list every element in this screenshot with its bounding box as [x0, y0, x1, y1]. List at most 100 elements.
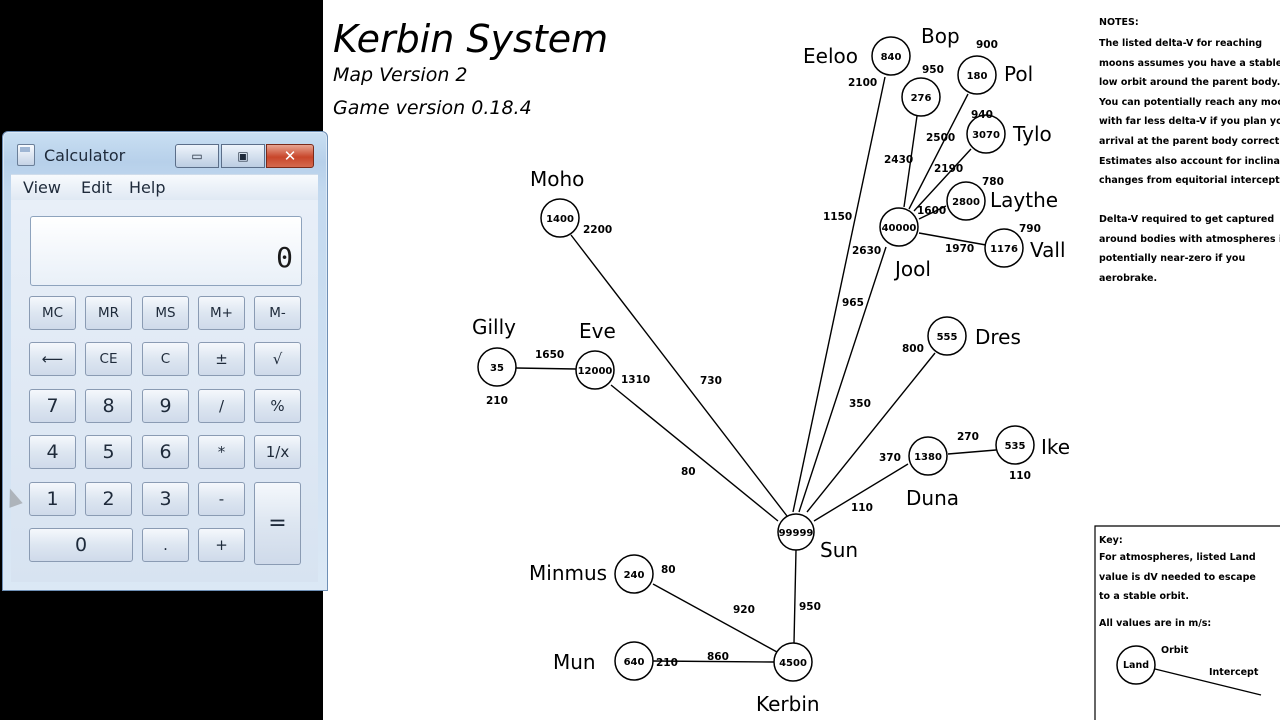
label-jool-pol: 2500	[926, 132, 955, 144]
svg-text:The listed delta-V for reachin: The listed delta-V for reaching	[1099, 38, 1262, 49]
minimize-button[interactable]: ▭	[175, 144, 219, 168]
svg-text:Vall: Vall	[1030, 238, 1066, 262]
node-gilly: 35 Gilly	[472, 315, 517, 387]
svg-text:240: 240	[624, 570, 645, 581]
node-laythe: 2800 Laythe	[946, 181, 1058, 221]
equals-button[interactable]: =	[254, 482, 301, 565]
svg-text:Kerbin: Kerbin	[756, 692, 820, 716]
kerbin-delta-v-map: Kerbin System Map Version 2 Game version…	[323, 0, 1280, 720]
digit-2-button[interactable]: 2	[85, 482, 132, 516]
label-eeloo-orbit: 2100	[848, 77, 877, 89]
reciprocal-button[interactable]: 1/x	[254, 435, 301, 469]
digit-8-button[interactable]: 8	[85, 389, 132, 423]
window-title: Calculator	[44, 146, 126, 165]
notes-block: NOTES: The listed delta-V for reaching m…	[1098, 17, 1280, 284]
percent-button[interactable]: %	[254, 389, 301, 423]
svg-text:Duna: Duna	[906, 486, 959, 510]
digit-5-button[interactable]: 5	[85, 435, 132, 469]
digit-6-button[interactable]: 6	[142, 435, 189, 469]
svg-text:Sun: Sun	[820, 538, 858, 562]
decimal-button[interactable]: .	[142, 528, 189, 562]
add-button[interactable]: +	[198, 528, 245, 562]
node-duna: 1380 Duna	[906, 436, 959, 510]
node-eeloo: 840 Eeloo	[803, 36, 911, 76]
digit-1-button[interactable]: 1	[29, 482, 76, 516]
label-moho-orbit: 2200	[583, 224, 612, 236]
plus-minus-button[interactable]: ±	[198, 342, 245, 376]
node-bop: 276 Bop	[901, 24, 960, 117]
calculator-titlebar[interactable]: Calculator ▭ ▣ ✕	[3, 132, 327, 172]
menu-edit[interactable]: Edit	[81, 178, 112, 197]
digit-0-button[interactable]: 0	[29, 528, 133, 562]
label-jool-bop: 2430	[884, 154, 913, 166]
mc-button[interactable]: MC	[29, 296, 76, 330]
svg-text:4500: 4500	[779, 658, 807, 669]
maximize-button[interactable]: ▣	[221, 144, 265, 168]
svg-text:For atmospheres, listed Land: For atmospheres, listed Land	[1099, 552, 1256, 563]
svg-text:35: 35	[490, 363, 504, 374]
m-plus-button[interactable]: M+	[198, 296, 245, 330]
svg-text:Pol: Pol	[1004, 62, 1033, 86]
ce-button[interactable]: CE	[85, 342, 132, 376]
svg-text:555: 555	[937, 332, 958, 343]
sqrt-button[interactable]: √	[254, 342, 301, 376]
backspace-button[interactable]: ⟵	[29, 342, 76, 376]
edge-sun-eve	[610, 384, 779, 522]
key-box: Key: For atmospheres, listed Land value …	[1094, 525, 1280, 720]
label-jool-tylo: 2190	[934, 163, 963, 175]
calculator-window: Calculator ▭ ▣ ✕ View Edit Help 0 MC MR …	[2, 131, 328, 591]
svg-text:Dres: Dres	[975, 325, 1021, 349]
node-moho: 1400 Moho	[530, 167, 584, 238]
edge-sun-jool	[798, 246, 887, 513]
svg-text:Bop: Bop	[921, 24, 960, 48]
calculator-body: 0 MC MR MS M+ M- ⟵ CE C ± √ 7 8 9 / % 4 …	[11, 200, 318, 582]
svg-text:2800: 2800	[952, 197, 980, 208]
node-sun: 99999 Sun	[777, 513, 858, 562]
game-version: Game version 0.18.4	[333, 97, 532, 119]
edge-sun-eeloo	[792, 76, 886, 513]
svg-text:arrival at the parent body cor: arrival at the parent body correctly.	[1099, 136, 1280, 147]
menu-help[interactable]: Help	[129, 178, 166, 197]
label-sun-jool: 965	[842, 297, 864, 309]
clear-button[interactable]: C	[142, 342, 189, 376]
svg-text:moons assumes you have a stabl: moons assumes you have a stable	[1099, 58, 1280, 69]
multiply-button[interactable]: *	[198, 435, 245, 469]
label-sun-eeloo: 1150	[823, 211, 852, 223]
svg-text:All values are in m/s:: All values are in m/s:	[1099, 618, 1211, 629]
mr-button[interactable]: MR	[85, 296, 132, 330]
digit-7-button[interactable]: 7	[29, 389, 76, 423]
digit-4-button[interactable]: 4	[29, 435, 76, 469]
node-mun: 640 Mun	[553, 641, 654, 681]
label-duna-orbit: 370	[879, 452, 901, 464]
svg-text:40000: 40000	[882, 223, 917, 234]
digit-9-button[interactable]: 9	[142, 389, 189, 423]
node-pol: 180 Pol	[957, 55, 1033, 95]
label-jool-laythe: 1600	[917, 205, 946, 217]
svg-text:value is dV needed to escape: value is dV needed to escape	[1099, 572, 1256, 583]
label-mun-orbit: 210	[656, 657, 678, 669]
key-intercept: Intercept	[1209, 667, 1259, 678]
menu-view[interactable]: View	[23, 178, 61, 197]
svg-text:3070: 3070	[972, 130, 1000, 141]
divide-button[interactable]: /	[198, 389, 245, 423]
subtract-button[interactable]: -	[198, 482, 245, 516]
svg-text:Ike: Ike	[1041, 435, 1070, 459]
label-sun-duna: 110	[851, 502, 873, 514]
ms-button[interactable]: MS	[142, 296, 189, 330]
close-button[interactable]: ✕	[266, 144, 314, 168]
node-ike: 535 Ike	[995, 425, 1070, 465]
m-minus-button[interactable]: M-	[254, 296, 301, 330]
edge-kerbin-mun	[652, 660, 775, 663]
label-bop-orbit: 950	[922, 64, 944, 76]
digit-3-button[interactable]: 3	[142, 482, 189, 516]
label-sun-dres: 350	[849, 398, 871, 410]
svg-text:NOTES:: NOTES:	[1099, 17, 1139, 28]
svg-text:around bodies with atmospheres: around bodies with atmospheres is	[1099, 234, 1280, 245]
key-orbit: Orbit	[1161, 645, 1189, 656]
svg-text:1380: 1380	[914, 452, 942, 463]
node-vall: 1176 Vall	[984, 228, 1066, 268]
svg-text:changes from equitorial interc: changes from equitorial intercept.	[1099, 175, 1280, 186]
key-land: Land	[1123, 660, 1149, 671]
svg-text:99999: 99999	[779, 528, 814, 539]
svg-text:potentially near-zero if you: potentially near-zero if you	[1099, 253, 1245, 264]
